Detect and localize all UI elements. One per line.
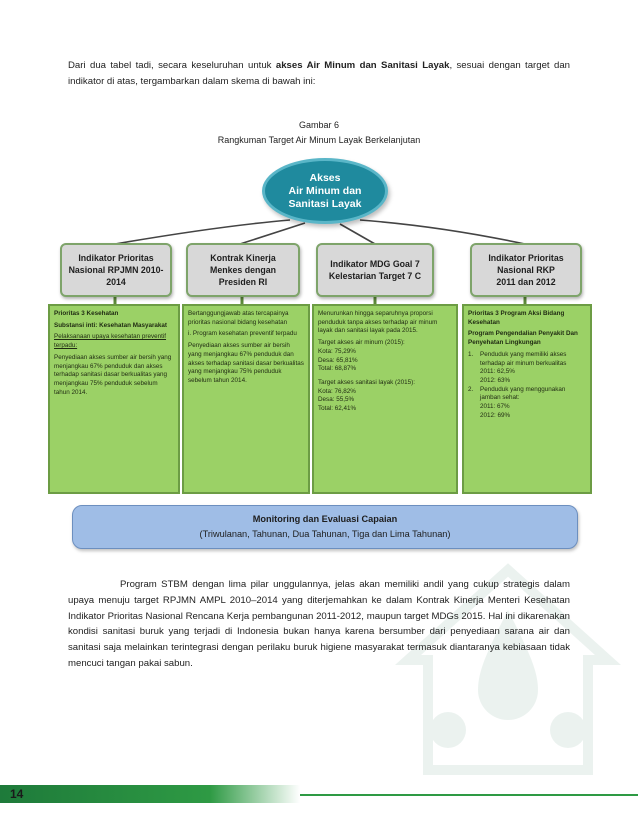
- body-paragraph: Program STBM dengan lima pilar unggulann…: [68, 577, 570, 672]
- header-box-rpjmn: Indikator Prioritas Nasional RPJMN 2010-…: [60, 243, 172, 297]
- intro-paragraph: Dari dua tabel tadi, secara keseluruhan …: [68, 58, 570, 90]
- header-text: Kelestarian Target 7 C: [328, 271, 422, 281]
- header-box-mdg: Indikator MDG Goal 7 Kelestarian Target …: [316, 243, 434, 297]
- box-text: Penyediaan akses sumber air bersih yang …: [188, 342, 304, 384]
- footer-line: [300, 794, 638, 796]
- header-text: Indikator Prioritas: [78, 253, 154, 263]
- header-text: Menkes dengan: [210, 265, 276, 275]
- monitoring-subtitle: (Triwulanan, Tahunan, Dua Tahunan, Tiga …: [199, 529, 451, 539]
- header-text: 2014: [106, 277, 126, 287]
- box-intro: Menurunkan hingga separuhnya proporsi pe…: [318, 310, 438, 335]
- root-line-1: Akses: [309, 171, 341, 184]
- monitoring-title: Monitoring dan Evaluasi Capaian: [252, 514, 398, 524]
- root-line-3: Sanitasi Layak: [288, 197, 362, 210]
- list-item-value: 2012: 69%: [480, 411, 511, 419]
- box-title: Prioritas 3 Program Aksi Bidang Kesehata…: [468, 310, 565, 326]
- intro-text-1: Dari dua tabel tadi, secara keseluruhan …: [68, 60, 276, 71]
- hygiene-watermark-icon: [394, 563, 622, 775]
- intro-bold-text: akses Air Minum dan Sanitasi Layak: [275, 60, 450, 71]
- body-text: Program STBM dengan lima pilar unggulann…: [68, 579, 570, 669]
- list-item: 2. Penduduk yang menggunakan jamban seha…: [468, 386, 586, 421]
- figure-number: Gambar 6: [298, 120, 340, 130]
- water-target-total: Total: 68,87%: [318, 365, 357, 373]
- green-box-rpjmn: Prioritas 3 Kesehatan Substansi inti: Ke…: [48, 304, 180, 494]
- list-item-text: Penduduk yang memiliki akses terhadap ai…: [480, 350, 567, 367]
- list-item-value: 2011: 67%: [480, 403, 510, 411]
- header-text: Kontrak Kinerja: [210, 253, 276, 263]
- header-text: 2011 dan 2012: [496, 277, 556, 287]
- box-text: Penyediaan akses sumber air bersih yang …: [54, 353, 172, 396]
- box-title: Prioritas 3 Kesehatan: [54, 310, 119, 317]
- box-underlined-text: Pelaksanaan upaya kesehatan preventif te…: [54, 333, 167, 350]
- sanitation-target-village: Desa: 55,5%: [318, 396, 355, 404]
- header-box-rkp: Indikator Prioritas Nasional RKP 2011 da…: [470, 243, 582, 297]
- water-target-village: Desa: 65,81%: [318, 356, 358, 364]
- list-item: 1. Penduduk yang memiliki akses terhadap…: [468, 351, 586, 386]
- monitoring-box: Monitoring dan Evaluasi Capaian (Triwula…: [72, 505, 578, 549]
- sanitation-target-city: Kota: 76,82%: [318, 387, 356, 395]
- list-item-value: 2012: 63%: [480, 376, 511, 384]
- root-node-access-water-sanitation: Akses Air Minum dan Sanitasi Layak: [262, 158, 388, 224]
- header-text: Indikator Prioritas: [488, 253, 564, 263]
- header-text: Indikator MDG Goal 7: [330, 259, 420, 269]
- footer-bar: [0, 785, 300, 803]
- water-target-city: Kota: 75,29%: [318, 347, 356, 355]
- root-line-2: Air Minum dan: [288, 184, 362, 197]
- water-target-title: Target akses air minum (2015):: [318, 339, 405, 347]
- intro-text-2: , sesuai dengan target dan indikator di …: [68, 60, 570, 87]
- box-item: i. Program kesehatan preventif terpadu: [188, 330, 297, 338]
- box-subtitle: Substansi inti: Kesehatan Masyarakat: [54, 321, 168, 329]
- list-item-text: Penduduk yang menggunakan jamban sehat:: [480, 385, 566, 402]
- list-number: 2.: [468, 385, 474, 393]
- figure-caption: Rangkuman Target Air Minum Layak Berkela…: [217, 135, 421, 145]
- green-box-rkp: Prioritas 3 Program Aksi Bidang Kesehata…: [462, 304, 592, 494]
- green-box-kontrak: Bertanggungjawab atas tercapainya priori…: [182, 304, 310, 494]
- sanitation-target-total: Total: 62,41%: [318, 405, 357, 413]
- list-item-value: 2011: 62,5%: [480, 368, 515, 376]
- header-text: Nasional RPJMN 2010-: [68, 265, 164, 275]
- list-number: 1.: [468, 350, 474, 358]
- box-subtitle: Program Pengendalian Penyakit Dan Penyeh…: [468, 330, 578, 347]
- header-text: Nasional RKP: [497, 265, 555, 275]
- header-box-kontrak-kinerja: Kontrak Kinerja Menkes dengan Presiden R…: [186, 243, 300, 297]
- box-intro: Bertanggungjawab atas tercapainya priori…: [188, 310, 289, 326]
- sanitation-target-title: Target akses sanitasi layak (2015):: [318, 378, 415, 386]
- header-text: Presiden RI: [218, 277, 268, 287]
- page-number: 14: [10, 787, 24, 801]
- green-box-mdg: Menurunkan hingga separuhnya proporsi pe…: [312, 304, 458, 494]
